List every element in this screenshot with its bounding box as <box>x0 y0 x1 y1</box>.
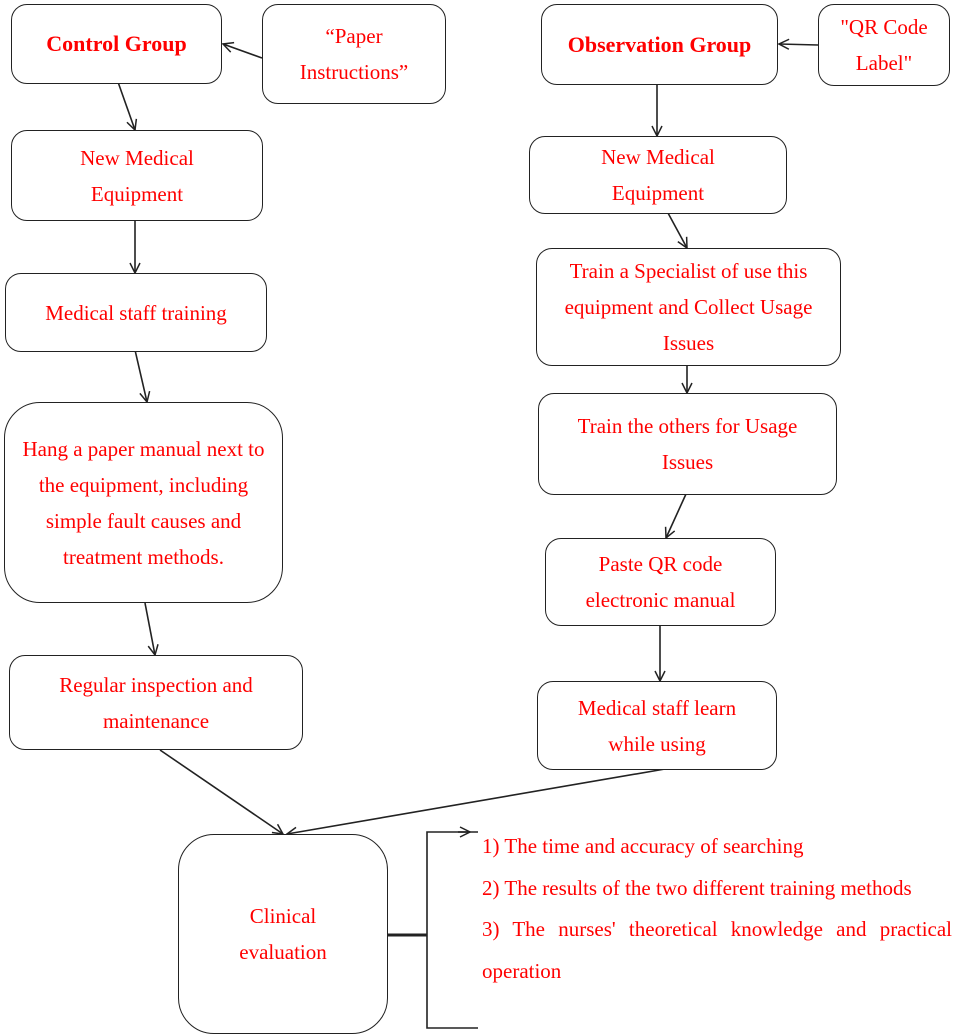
medical-staff-training-box: Medical staff training <box>5 273 267 352</box>
arrow-equipment-to-specialist <box>667 212 687 248</box>
control-group-box: Control Group <box>11 4 222 84</box>
train-others-label: Train the others for Usage Issues <box>577 414 798 474</box>
outcome-item: 3) The nurses' theoretical knowledge and… <box>482 917 952 983</box>
paper-instructions-label: “Paper Instructions” <box>299 24 409 84</box>
medical-staff-training-label: Medical staff training <box>45 300 227 325</box>
paste-qr-code-box: Paste QR code electronic manual <box>545 538 776 626</box>
arrow-train-others-to-paste <box>666 493 687 538</box>
outcome-bracket <box>426 831 478 1029</box>
train-specialist-label: Train a Specialist of use this equipment… <box>564 259 813 355</box>
control-group-label: Control Group <box>46 31 187 56</box>
arrow-maintenance-to-evaluation <box>159 749 283 834</box>
maintenance-box: Regular inspection and maintenance <box>9 655 303 750</box>
arrow-learn-to-evaluation <box>287 768 666 834</box>
paste-qr-code-label: Paste QR code electronic manual <box>585 552 736 612</box>
paper-manual-box: Hang a paper manual next to the equipmen… <box>4 402 283 603</box>
arrow-paper-to-control <box>223 44 263 59</box>
outcome-item: 2) The results of the two different trai… <box>482 875 912 900</box>
arrow-qr-to-observation <box>779 44 819 45</box>
paper-instructions-box: “Paper Instructions” <box>262 4 446 104</box>
qr-code-label-text: "QR Code Label" <box>840 15 928 75</box>
arrow-training-to-manual <box>134 349 147 402</box>
clinical-evaluation-label: Clinical evaluation <box>239 904 327 964</box>
arrow-control-to-equipment <box>117 81 135 130</box>
train-others-box: Train the others for Usage Issues <box>538 393 837 495</box>
control-equipment-box: New Medical Equipment <box>11 130 263 221</box>
outcome-list: 1) The time and accuracy of searching 2)… <box>482 826 952 992</box>
outcome-item: 1) The time and accuracy of searching <box>482 834 804 858</box>
observation-equipment-label: New Medical Equipment <box>601 145 715 205</box>
train-specialist-box: Train a Specialist of use this equipment… <box>536 248 841 366</box>
control-equipment-label: New Medical Equipment <box>80 145 194 206</box>
arrow-manual-to-maintenance <box>144 602 155 655</box>
clinical-evaluation-box: Clinical evaluation <box>178 834 388 1034</box>
qr-code-label-box: "QR Code Label" <box>818 4 950 86</box>
learn-while-using-box: Medical staff learn while using <box>537 681 777 770</box>
maintenance-label: Regular inspection and maintenance <box>59 672 253 733</box>
learn-while-using-label: Medical staff learn while using <box>577 695 737 756</box>
paper-manual-label: Hang a paper manual next to the equipmen… <box>22 436 265 569</box>
observation-group-box: Observation Group <box>541 4 778 85</box>
observation-equipment-box: New Medical Equipment <box>529 136 787 214</box>
observation-group-label: Observation Group <box>567 31 752 57</box>
